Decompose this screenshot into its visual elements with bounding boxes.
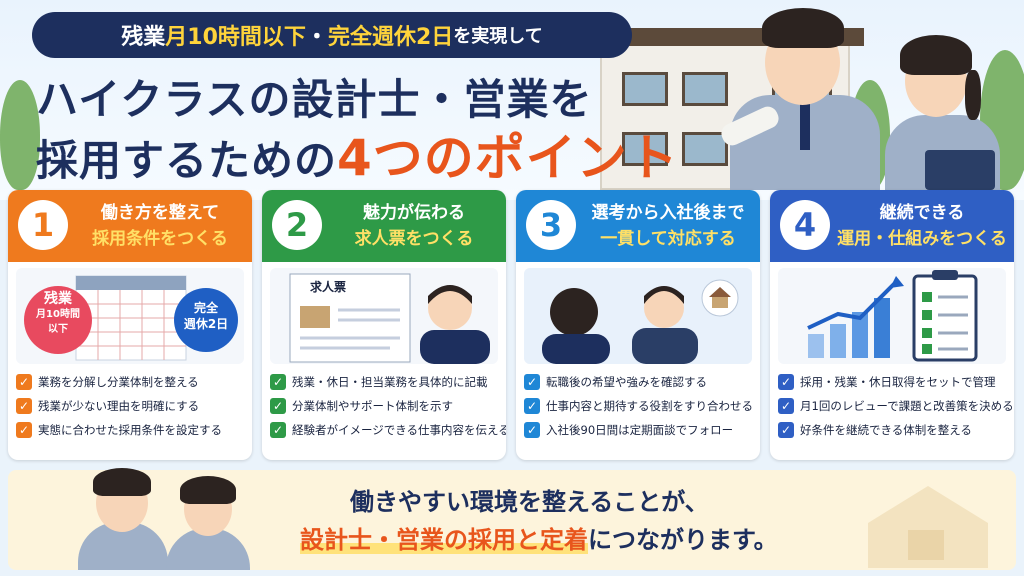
footer-message-line1: 働きやすい環境を整えることが、 (350, 488, 709, 516)
house-watermark-icon (868, 486, 988, 568)
checkbox-icon: ✓ (524, 398, 540, 414)
list-item: ✓月1回のレビューで課題と改善策を決める (778, 394, 1014, 418)
footer-message-line2: 設計士・営業の採用と定着につながります。 (300, 526, 778, 554)
list-item: ✓実態に合わせた採用条件を設定する (16, 418, 246, 442)
list-item: ✓転職後の希望や強みを確認する (524, 370, 754, 394)
point-title: 継続できる 運用・仕組みをつくる (837, 203, 1007, 249)
point-card-2: 2 魅力が伝わる 求人票をつくる 求人票 ✓残業・休日・担当業務を具体的に記載 … (262, 190, 506, 460)
growth-chart-illustration (778, 268, 1006, 364)
tree-illustration (0, 80, 40, 190)
list-item: ✓分業体制やサポート体制を示す (270, 394, 500, 418)
holiday-badge-label: 完全 (193, 301, 218, 315)
checkbox-icon: ✓ (524, 374, 540, 390)
point-number: 1 (18, 200, 68, 250)
point-number: 2 (272, 200, 322, 250)
job-posting-title: 求人票 (310, 280, 347, 294)
checkbox-icon: ✓ (778, 422, 794, 438)
list-item: ✓入社後90日間は定期面談でフォロー (524, 418, 754, 442)
list-item: ✓好条件を継続できる体制を整える (778, 418, 1008, 442)
point-title: 魅力が伝わる 求人票をつくる (354, 203, 474, 249)
page-title-line2: 採用するための4つのポイント (36, 129, 679, 187)
point-title: 選考から入社後まで 一貫して対応する (591, 203, 745, 249)
point-card-3: 3 選考から入社後まで 一貫して対応する ✓転職後の希望や強みを確認する ✓仕事… (516, 190, 760, 460)
list-item: ✓採用・残業・休日取得をセットで管理 (778, 370, 1008, 394)
point-number: 3 (526, 200, 576, 250)
job-posting-illustration: 求人票 (270, 268, 498, 364)
checkbox-icon: ✓ (270, 422, 286, 438)
list-item: ✓残業・休日・担当業務を具体的に記載 (270, 370, 500, 394)
overtime-badge-label: 残業 (44, 291, 72, 307)
headline-banner: 残業月10時間以下・完全週休2日を実現して (32, 12, 632, 58)
checkbox-icon: ✓ (524, 422, 540, 438)
checkbox-icon: ✓ (778, 398, 794, 414)
list-item: ✓残業が少ない理由を明確にする (16, 394, 246, 418)
cheering-workers-illustration (48, 468, 278, 570)
checkbox-icon: ✓ (16, 374, 32, 390)
point-number: 4 (780, 200, 830, 250)
list-item: ✓仕事内容と期待する役割をすり合わせる (524, 394, 754, 418)
checkbox-icon: ✓ (16, 398, 32, 414)
female-worker-illustration (880, 30, 1010, 190)
checkbox-icon: ✓ (270, 374, 286, 390)
point-card-1: 1 働き方を整えて 採用条件をつくる 残業 月10時間 以下 完全 週休2日 (8, 190, 252, 460)
list-item: ✓経験者がイメージできる仕事内容を伝える (270, 418, 506, 442)
list-item: ✓業務を分解し分業体制を整える (16, 370, 246, 394)
interview-illustration (524, 268, 752, 364)
male-worker-illustration (718, 0, 880, 190)
checkbox-icon: ✓ (778, 374, 794, 390)
checkbox-icon: ✓ (16, 422, 32, 438)
checkbox-icon: ✓ (270, 398, 286, 414)
page-title-line1: ハイクラスの設計士・営業を (36, 75, 593, 124)
calendar-illustration: 残業 月10時間 以下 完全 週休2日 (16, 268, 244, 364)
point-card-4: 4 継続できる 運用・仕組みをつくる ✓採用・残業・休日取得をセ (770, 190, 1014, 460)
point-title: 働き方を整えて 採用条件をつくる (92, 203, 228, 249)
